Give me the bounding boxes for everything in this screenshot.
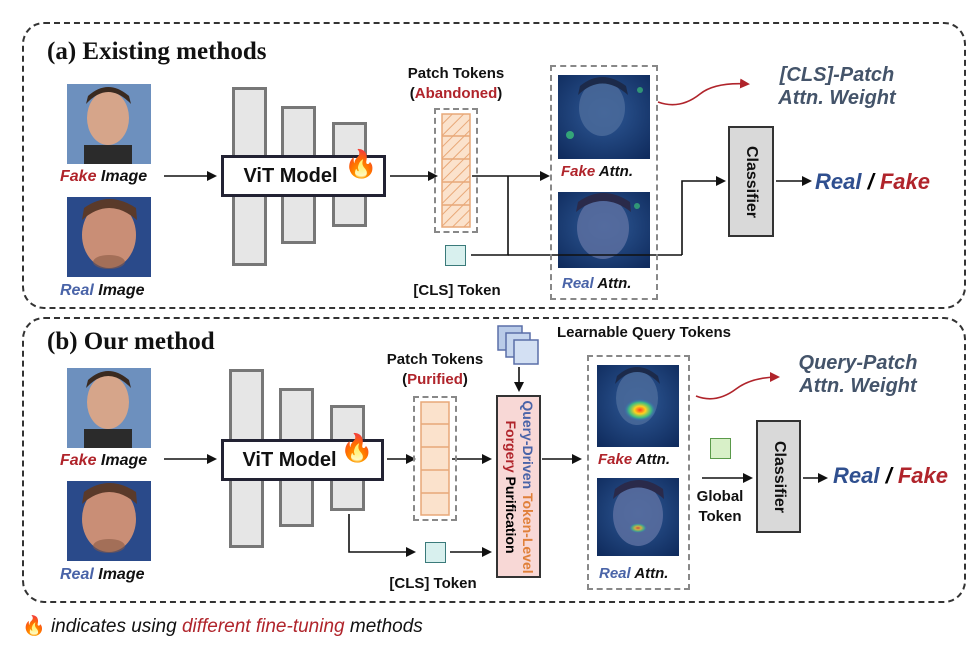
panel-a-title: (a) Existing methods — [47, 38, 267, 65]
patch-tokens-label-b: Patch Tokens (Purified) — [386, 351, 484, 388]
patch-tokens-label-a: Patch Tokens (Abandoned) — [407, 65, 505, 102]
fake-image-label-b: Fake Image — [60, 452, 148, 469]
fake-attention-map-a — [558, 75, 650, 159]
arrows-panel-a — [164, 171, 812, 256]
fake-face-image-b — [67, 368, 151, 448]
patch-tokens-frame-a — [434, 108, 478, 233]
patch-token-column-b — [420, 401, 450, 516]
attention-maps-frame-a — [550, 65, 658, 300]
query-driven-purification-module: Query-Driven Token-Level Forgery Purific… — [496, 395, 541, 578]
patch-token-column-a — [441, 113, 471, 228]
panel-existing-methods — [22, 22, 966, 309]
cls-token-label-b: [CLS] Token — [389, 575, 477, 592]
arrows-panel-b — [164, 367, 828, 557]
query-patch-attn-weight-label: Query-Patch Attn. Weight — [798, 352, 918, 397]
real-attn-label-b: Real Attn. — [599, 565, 669, 582]
cls-token-label-a: [CLS] Token — [413, 282, 501, 299]
real-attention-map-b — [597, 478, 679, 556]
attention-maps-frame-b — [587, 355, 690, 590]
panel-b-title: (b) Our method — [47, 328, 215, 355]
vit-model-box-a: ViT Model — [221, 155, 386, 197]
learnable-query-tokens-label: Learnable Query Tokens — [557, 324, 731, 341]
fire-icon: 🔥 — [340, 433, 374, 463]
panel-our-method — [22, 317, 966, 603]
fake-attn-label-a: Fake Attn. — [561, 163, 633, 180]
red-weight-arrow-a — [657, 78, 750, 106]
global-token-label: Global Token — [696, 488, 744, 525]
fire-icon: 🔥 — [22, 616, 46, 637]
fake-attn-label-b: Fake Attn. — [598, 451, 670, 468]
real-face-image-a — [67, 197, 151, 277]
red-weight-arrow-b — [695, 372, 780, 400]
real-image-label-b: Real Image — [60, 566, 145, 583]
fire-icon: 🔥 — [344, 149, 378, 179]
learnable-query-token-stack — [497, 325, 539, 365]
output-label-a: Real / Fake — [815, 169, 931, 194]
vit-model-box-b: ViT Model — [221, 439, 384, 481]
global-token-square — [710, 438, 731, 459]
classifier-box-b: Classifier — [756, 420, 801, 533]
real-attn-label-a: Real Attn. — [562, 275, 632, 292]
cls-patch-attn-weight-label: [CLS]-Patch Attn. Weight — [778, 64, 896, 109]
fake-attention-map-b — [597, 365, 679, 447]
fake-image-label-a: Fake Image — [60, 168, 148, 185]
cls-token-square-b — [425, 542, 446, 563]
patch-tokens-frame-b — [413, 396, 457, 521]
cls-token-square-a — [445, 245, 466, 266]
real-face-image-b — [67, 481, 151, 561]
footer-legend: 🔥 indicates using different fine-tuning … — [22, 616, 423, 637]
fake-face-image-a — [67, 84, 151, 164]
real-image-label-a: Real Image — [60, 282, 145, 299]
classifier-box-a: Classifier — [728, 126, 774, 237]
output-label-b: Real / Fake — [833, 463, 949, 488]
